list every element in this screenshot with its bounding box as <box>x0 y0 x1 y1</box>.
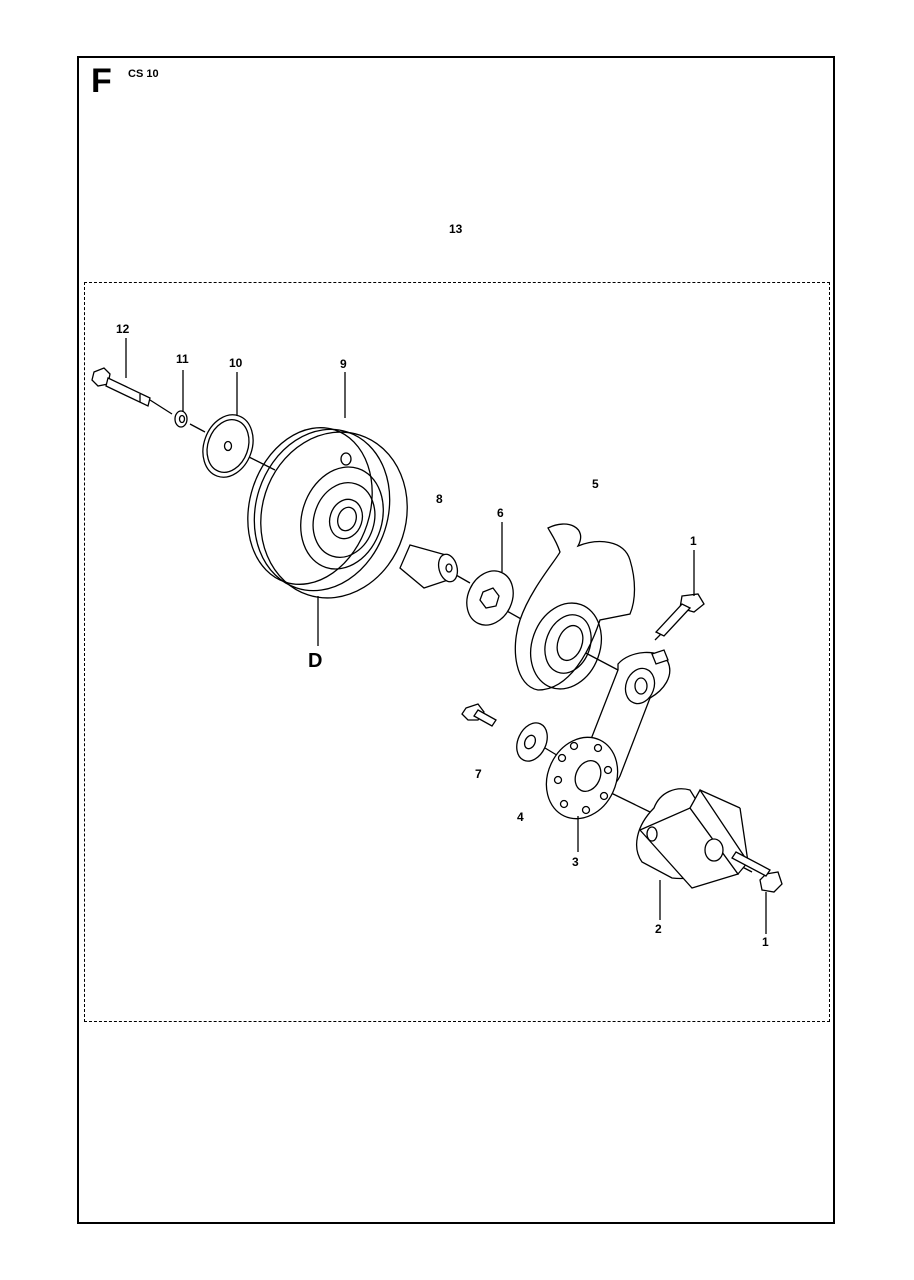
exploded-view-frame <box>84 282 830 1022</box>
callout-4: 4 <box>517 810 524 824</box>
washer-6 <box>466 570 514 626</box>
cover-disc-10 <box>202 414 254 478</box>
bolt-1-lower <box>731 851 783 893</box>
axis-line <box>149 399 173 415</box>
bracket-2 <box>636 788 749 889</box>
bolt-1-upper <box>654 593 705 637</box>
reference-13: 13 <box>449 222 463 236</box>
callout-11: 11 <box>176 352 189 366</box>
callout-3: 3 <box>572 855 579 869</box>
guard-plate-5 <box>514 523 636 691</box>
callout-d: D <box>308 650 322 672</box>
callout-2: 2 <box>655 922 662 936</box>
washer-11 <box>174 410 188 428</box>
model-label: CS 10 <box>128 68 159 80</box>
callout-7: 7 <box>475 767 482 781</box>
axis-line <box>189 423 206 433</box>
washer-7 <box>516 722 548 762</box>
callout-9: 9 <box>340 357 347 371</box>
adjuster-plate-3 <box>545 736 619 820</box>
callout-1-lower: 1 <box>762 935 769 949</box>
callout-12: 12 <box>116 322 130 336</box>
callout-8: 8 <box>436 492 443 506</box>
callout-5: 5 <box>592 477 599 491</box>
page-frame <box>77 56 835 1224</box>
callout-10: 10 <box>229 356 243 370</box>
bolt-12 <box>91 367 151 407</box>
callout-1-upper: 1 <box>690 534 697 548</box>
axis-line <box>455 574 471 584</box>
callout-6: 6 <box>497 506 504 520</box>
pulley-9 <box>247 427 408 599</box>
bolt-7 <box>461 703 497 727</box>
spacer-8 <box>399 544 459 589</box>
section-letter: F <box>91 62 112 100</box>
